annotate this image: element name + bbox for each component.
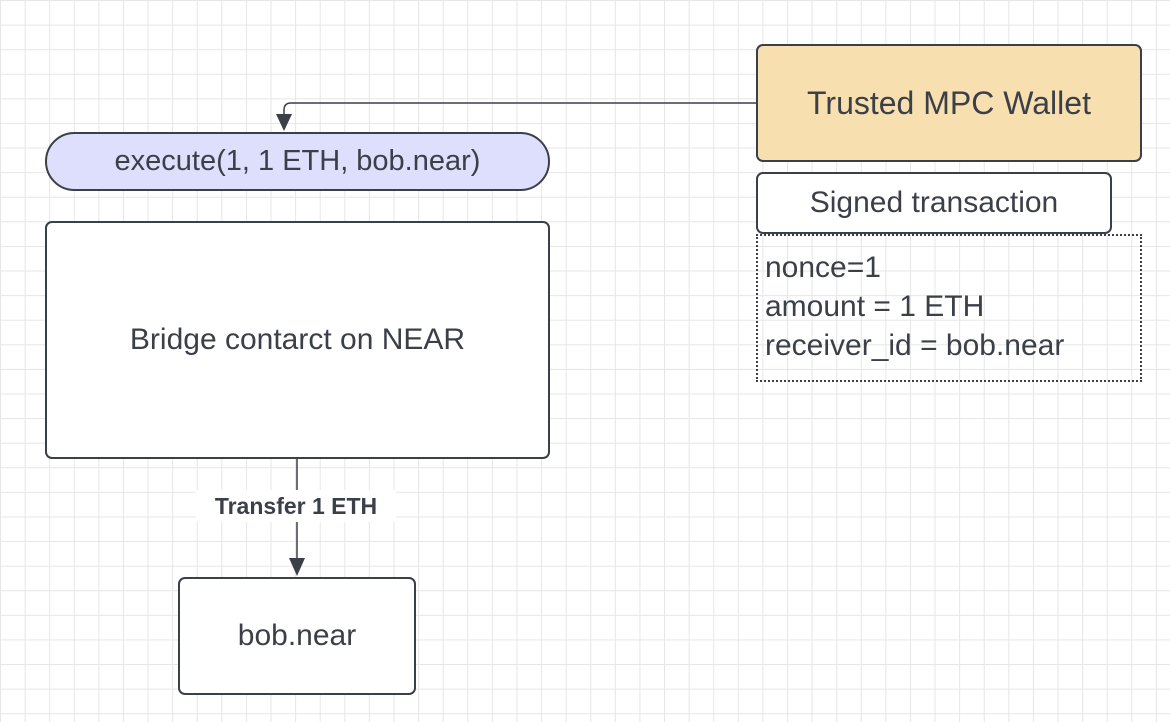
transaction-details-box[interactable]: nonce=1 amount = 1 ETH receiver_id = bob… [756, 234, 1142, 382]
tx-nonce-line: nonce=1 [765, 251, 881, 284]
tx-amount-line: amount = 1 ETH [765, 290, 985, 323]
bridge-contract-node[interactable]: Bridge contarct on NEAR [45, 221, 550, 459]
receiver-label: bob.near [237, 619, 357, 652]
bridge-contract-label: Bridge contarct on NEAR [129, 323, 466, 356]
signed-transaction-label: Signed transaction [809, 186, 1059, 219]
receiver-node[interactable]: bob.near [178, 577, 416, 695]
mpc-to-execute-arrowhead [276, 114, 292, 131]
mpc-to-execute-arrow[interactable] [283, 102, 756, 116]
bridge-to-bob-arrowhead [289, 558, 305, 576]
transfer-edge-label: Transfer 1 ETH [196, 490, 396, 522]
mpc-wallet-label: Trusted MPC Wallet [807, 84, 1091, 121]
execute-call-label: execute(1, 1 ETH, bob.near) [114, 145, 481, 177]
execute-call-node[interactable]: execute(1, 1 ETH, bob.near) [45, 132, 550, 191]
transfer-edge-text: Transfer 1 ETH [214, 492, 378, 519]
signed-transaction-node[interactable]: Signed transaction [756, 172, 1112, 234]
tx-receiver-line: receiver_id = bob.near [765, 329, 1065, 362]
mpc-wallet-node[interactable]: Trusted MPC Wallet [756, 44, 1142, 162]
